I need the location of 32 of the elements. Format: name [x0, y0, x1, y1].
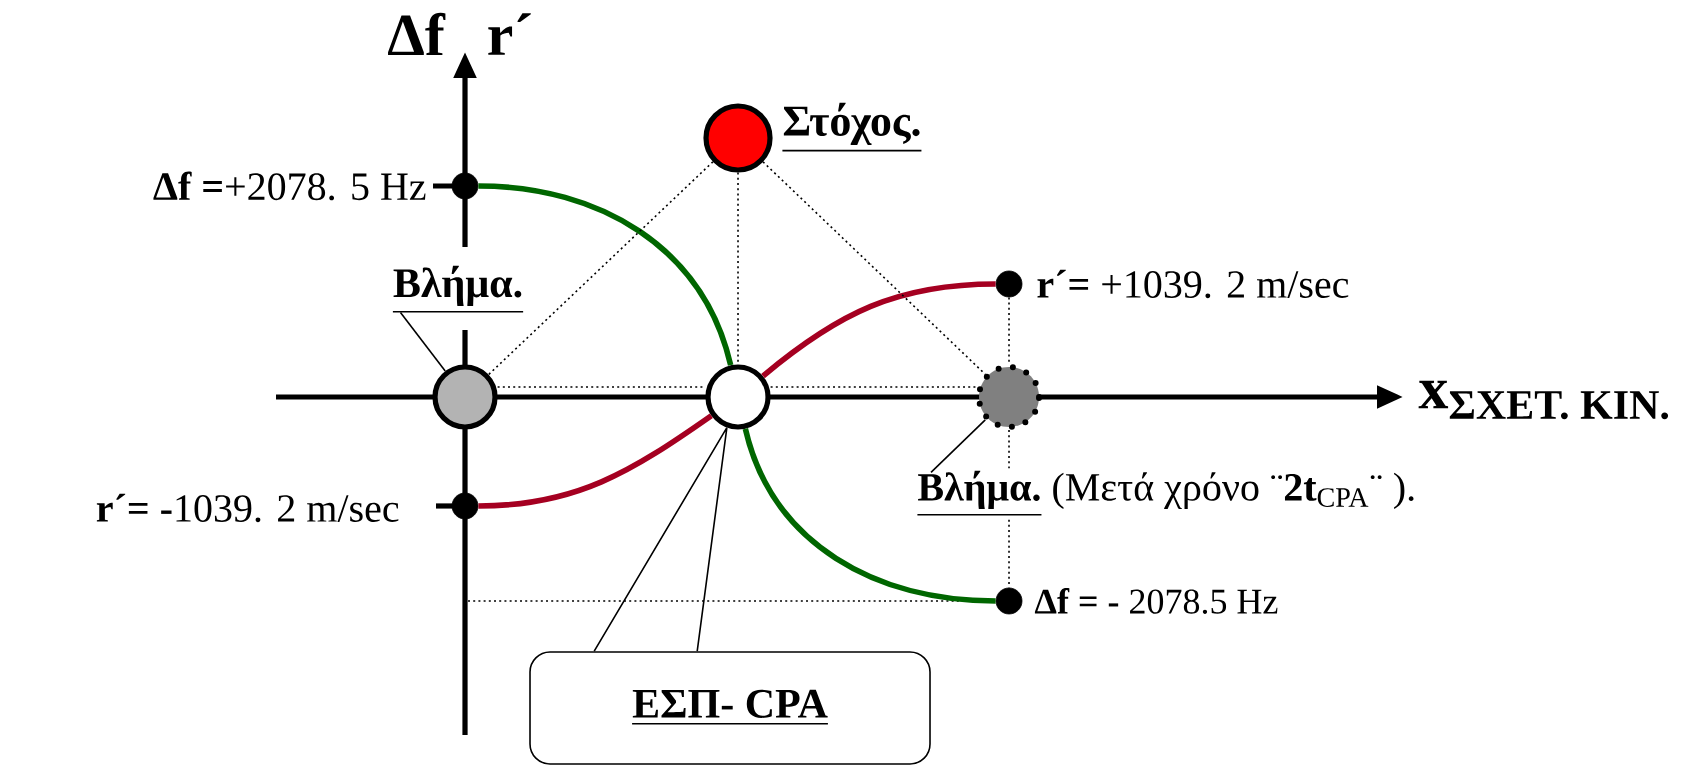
axis-label: $\textbf{x}_{\text{\bfseries ΣΧΕΤ. ΚΙΝ.}}$ [1418, 380, 1669, 420]
target-label: Στόχος. [781, 102, 923, 152]
curve [478, 413, 713, 509]
axis-label: Δf [388, 12, 446, 56]
curve [761, 281, 996, 379]
curve [478, 183, 734, 367]
value-label: r´= +1039. 2 m/sec [1037, 269, 1349, 299]
leader-line [399, 311, 446, 372]
leader-line [930, 419, 987, 474]
sight-line [1008, 296, 1010, 365]
sight-line [762, 161, 986, 375]
projectile-circle [976, 364, 1042, 430]
curve [742, 427, 996, 604]
data-point [995, 270, 1023, 298]
cpa-circle [705, 364, 771, 430]
data-point [995, 587, 1023, 615]
sight-line [1008, 429, 1010, 470]
value-label: Δf =+2078. 5 Hz [153, 171, 426, 201]
callout-box: ΕΣΠ- CPA [529, 651, 931, 765]
sight-line [769, 386, 977, 388]
callout-pointer [593, 426, 728, 652]
projectile-circle [432, 364, 498, 430]
target-circle [703, 103, 773, 173]
value-label: r´= -1039. 2 m/sec [96, 493, 399, 523]
value-label: Δf = - 2078.5 Hz [1034, 588, 1278, 614]
axis-label: r´ [488, 13, 531, 55]
sight-line [1008, 518, 1010, 589]
sight-line [487, 161, 714, 376]
data-point [451, 492, 479, 520]
data-point [451, 172, 479, 200]
label-text: Βλήμα. [392, 265, 524, 313]
label-text: Βλήμα. (Μετά χρόνο ¨2t$_{CPA}$¨ ). [916, 470, 1414, 516]
